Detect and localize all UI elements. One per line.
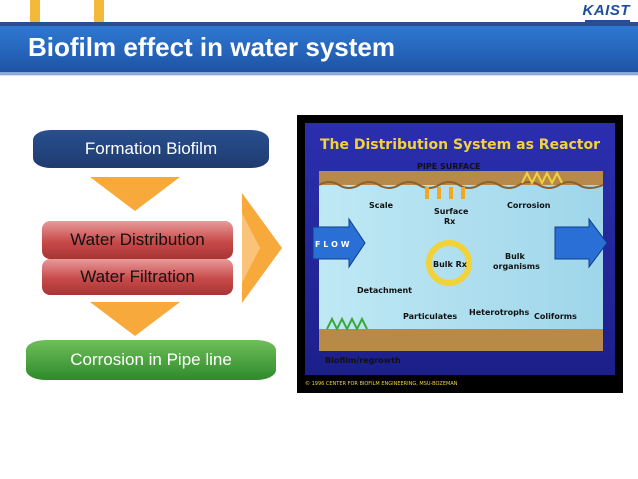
top-bar: KAIST — [0, 0, 638, 24]
step-label: Formation Biofilm — [84, 139, 218, 158]
flow-label: F L O W — [315, 240, 350, 249]
biofilm-regrowth-label: Biofilm/regrowth — [325, 356, 401, 365]
bulk-rx-label: Bulk Rx — [433, 260, 468, 269]
accent-bar — [94, 0, 104, 24]
distribution-reactor-illustration: The Distribution System as Reactor PIPE … — [297, 115, 623, 393]
slide-title: Biofilm effect in water system — [28, 32, 395, 62]
right-arrow — [242, 193, 282, 303]
corrosion-label: Corrosion — [507, 201, 551, 210]
particulates-label: Particulates — [403, 312, 457, 321]
step-label: Corrosion in Pipe line — [70, 350, 232, 369]
step-formation-biofilm: Formation Biofilm — [33, 130, 269, 168]
surface-rx-label: Surface — [434, 207, 469, 216]
surface-rx-label-2: Rx — [444, 217, 456, 226]
pipe-surface-label: PIPE SURFACE — [417, 162, 480, 171]
bulk-organisms-label: Bulk — [505, 252, 526, 261]
bulk-organisms-label-2: organisms — [493, 262, 540, 271]
scale-label: Scale — [369, 201, 394, 210]
heterotrophs-label: Heterotrophs — [469, 308, 530, 317]
down-arrow — [90, 302, 180, 336]
step-label: Water Distribution — [70, 230, 205, 249]
title-underline-light — [0, 75, 638, 76]
detachment-label: Detachment — [357, 286, 412, 295]
step-corrosion-pipe-line: Corrosion in Pipe line — [26, 340, 276, 380]
title-bar — [0, 26, 638, 72]
header-stripe — [0, 22, 638, 26]
step-water-filtration: Water Filtration — [42, 259, 233, 295]
coliforms-label: Coliforms — [534, 312, 577, 321]
down-arrow — [90, 177, 180, 211]
step-label: Water Filtration — [80, 267, 195, 286]
kaist-logo: KAIST — [582, 2, 630, 22]
step-water-distribution: Water Distribution — [42, 221, 233, 259]
title-underline — [0, 72, 638, 75]
credit-text: © 1996 CENTER FOR BIOFILM ENGINEERING, M… — [305, 380, 458, 387]
accent-bar — [30, 0, 40, 24]
illustration-title: The Distribution System as Reactor — [320, 137, 600, 153]
